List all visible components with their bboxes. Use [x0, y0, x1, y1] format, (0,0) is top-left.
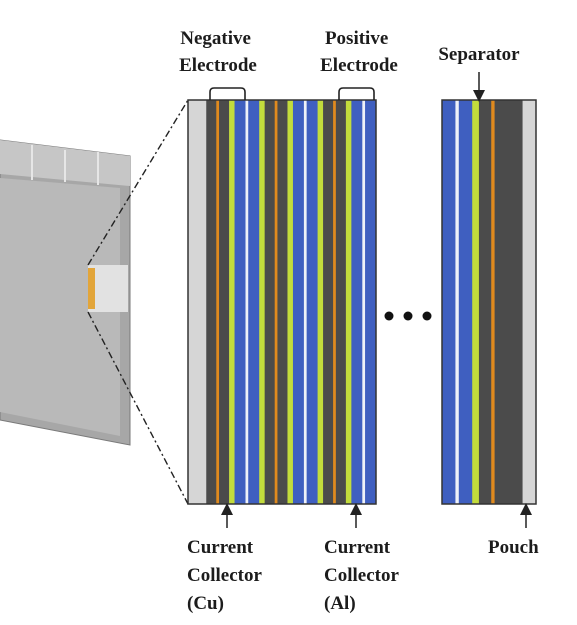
layer-anode-coating: [506, 100, 523, 504]
pouch-cell-perspective: [0, 139, 131, 446]
positive-electrode-label-line-1: Positive: [325, 28, 388, 49]
separator-label: Separator: [438, 44, 520, 65]
negative-electrode-label-line-1: Negative: [180, 28, 251, 49]
layer-cathode-coating: [442, 100, 456, 504]
layer-separator: [345, 100, 352, 504]
layer-copper-foil: [274, 100, 278, 504]
current-collector-al-label-line-2: Collector: [324, 565, 399, 586]
positive-electrode-label: Positive Electrode: [320, 28, 398, 76]
layer-pouch: [522, 100, 537, 504]
layer-aluminum-foil: [455, 100, 460, 504]
current-collector-cu-label: Current Collector (Cu): [187, 537, 266, 614]
ellipsis-dots-icon: [384, 311, 432, 321]
layer-cathode-coating: [458, 100, 473, 504]
layer-copper-foil: [216, 100, 220, 504]
current-collector-al-label: Current Collector (Al): [324, 537, 403, 614]
layer-anode-coating: [219, 100, 230, 504]
pouch-cell-tab: [88, 268, 95, 309]
layer-aluminum-foil: [245, 100, 249, 504]
zoom-line-bottom: [87, 311, 189, 505]
positive-electrode-bracket: [338, 87, 375, 100]
layer-separator: [317, 100, 324, 504]
layer-aluminum-foil: [362, 100, 366, 504]
layer-cathode-coating: [292, 100, 305, 504]
layer-separator: [287, 100, 294, 504]
current-collector-cu-label-line-1: Current: [187, 537, 254, 558]
layer-anode-coating: [323, 100, 334, 504]
cross-section-left-block: [188, 100, 377, 504]
layer-anode-coating: [494, 100, 508, 504]
cross-section-left-outline: [187, 99, 377, 505]
layer-anode-coating: [206, 100, 217, 504]
pouch-cell-face: [0, 178, 120, 436]
negative-electrode-label: Negative Electrode: [179, 28, 257, 76]
zoom-line-top: [87, 99, 189, 266]
layer-cathode-coating: [248, 100, 260, 504]
layer-aluminum-foil: [303, 100, 308, 504]
layer-separator: [472, 100, 480, 504]
positive-electrode-label-line-2: Electrode: [320, 55, 398, 76]
layer-pouch: [188, 100, 207, 504]
layer-separator: [259, 100, 266, 504]
layer-anode-coating: [264, 100, 276, 504]
layer-separator: [229, 100, 235, 504]
layer-cathode-coating: [306, 100, 318, 504]
current-collector-cu-label-line-3: (Cu): [187, 593, 224, 614]
layer-anode-coating: [277, 100, 288, 504]
layer-copper-foil: [491, 100, 495, 504]
layer-cathode-coating: [351, 100, 363, 504]
cross-section-right-outline: [441, 99, 537, 505]
current-collector-al-label-line-3: (Al): [324, 593, 356, 614]
layer-anode-coating: [478, 100, 492, 504]
negative-electrode-label-line-2: Electrode: [179, 55, 257, 76]
layer-anode-coating: [335, 100, 347, 504]
current-collector-cu-label-line-2: Collector: [187, 565, 262, 586]
layer-cathode-coating: [234, 100, 246, 504]
current-collector-al-label-line-1: Current: [324, 537, 391, 558]
layer-copper-foil: [333, 100, 337, 504]
cross-section-right-block: [442, 100, 537, 504]
layer-cathode-coating: [365, 100, 377, 504]
pouch-label: Pouch: [488, 537, 539, 558]
negative-electrode-bracket: [209, 87, 246, 100]
